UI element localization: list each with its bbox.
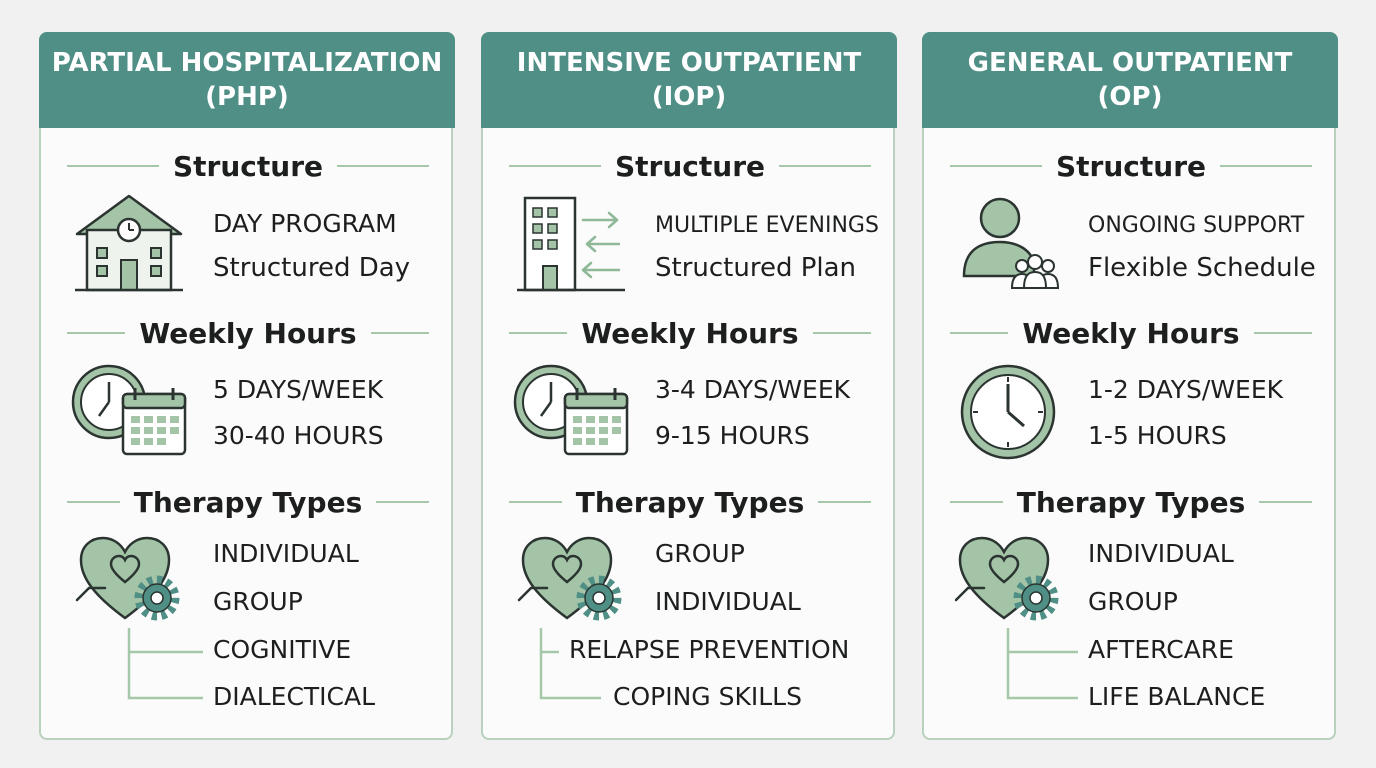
therapy-types-heading: Therapy Types — [67, 482, 429, 522]
heart-gear-icon — [517, 536, 622, 621]
therapy-item: RELAPSE PREVENTION — [569, 635, 850, 664]
therapy-branch-connector — [539, 628, 601, 700]
therapy-item: GROUP — [655, 539, 745, 568]
clock-calendar-icon — [71, 364, 187, 456]
therapy-types-heading: Therapy Types — [509, 482, 871, 522]
structure-secondary: Structured Plan — [655, 253, 857, 283]
therapy-item: AFTERCARE — [1088, 635, 1234, 664]
header-abbreviation: (OP) — [1097, 82, 1163, 112]
header-abbreviation: (PHP) — [205, 82, 289, 112]
header-title: GENERAL OUTPATIENT — [967, 48, 1293, 78]
hours-per-week: 1-5 HOURS — [1088, 421, 1227, 450]
structure-secondary: Structured Day — [213, 253, 411, 283]
building-arrows-icon — [517, 196, 625, 292]
structure-secondary: Flexible Schedule — [1088, 253, 1316, 283]
clock-icon — [960, 364, 1056, 460]
therapy-item: GROUP — [213, 587, 303, 616]
days-per-week: 1-2 DAYS/WEEK — [1088, 375, 1284, 404]
therapy-item: COPING SKILLS — [613, 682, 802, 711]
header-title: INTENSIVE OUTPATIENT — [516, 48, 862, 78]
structure-heading: Structure — [950, 146, 1313, 186]
weekly-hours-heading: Weekly Hours — [950, 313, 1313, 353]
therapy-item: INDIVIDUAL — [655, 587, 801, 616]
structure-primary: ONGOING SUPPORT — [1088, 213, 1305, 238]
therapy-item: LIFE BALANCE — [1088, 682, 1266, 711]
structure-primary: DAY PROGRAM — [213, 209, 397, 238]
header-abbreviation: (IOP) — [651, 82, 727, 112]
days-per-week: 3-4 DAYS/WEEK — [655, 375, 851, 404]
therapy-branch-connector — [1006, 628, 1078, 700]
header-title: PARTIAL HOSPITALIZATION — [51, 48, 443, 78]
weekly-hours-heading: Weekly Hours — [67, 313, 430, 353]
column-header: PARTIAL HOSPITALIZATION (PHP) — [39, 32, 455, 128]
hours-per-week: 30-40 HOURS — [213, 421, 384, 450]
weekly-hours-heading: Weekly Hours — [509, 313, 872, 353]
heart-gear-icon — [75, 536, 180, 621]
column-header: GENERAL OUTPATIENT (OP) — [922, 32, 1338, 128]
structure-primary: MULTIPLE EVENINGS — [655, 213, 879, 238]
heart-gear-icon — [954, 536, 1059, 621]
therapy-item: GROUP — [1088, 587, 1178, 616]
house-clock-icon — [75, 194, 183, 292]
clock-calendar-icon — [513, 364, 629, 456]
therapy-branch-connector — [127, 628, 203, 700]
days-per-week: 5 DAYS/WEEK — [213, 375, 384, 404]
therapy-item: DIALECTICAL — [213, 682, 376, 711]
therapy-item: INDIVIDUAL — [1088, 539, 1234, 568]
therapy-types-heading: Therapy Types — [950, 482, 1312, 522]
structure-heading: Structure — [67, 146, 430, 186]
column-op: GENERAL OUTPATIENT (OP) Structure ONGOIN… — [922, 32, 1338, 740]
hours-per-week: 9-15 HOURS — [655, 421, 810, 450]
therapy-item: COGNITIVE — [213, 635, 352, 664]
structure-heading: Structure — [509, 146, 872, 186]
column-php: PARTIAL HOSPITALIZATION (PHP) Structure … — [39, 32, 455, 740]
person-group-icon — [962, 197, 1060, 289]
column-iop: INTENSIVE OUTPATIENT (IOP) Structure MUL… — [481, 32, 897, 740]
column-header: INTENSIVE OUTPATIENT (IOP) — [481, 32, 897, 128]
therapy-item: INDIVIDUAL — [213, 539, 359, 568]
